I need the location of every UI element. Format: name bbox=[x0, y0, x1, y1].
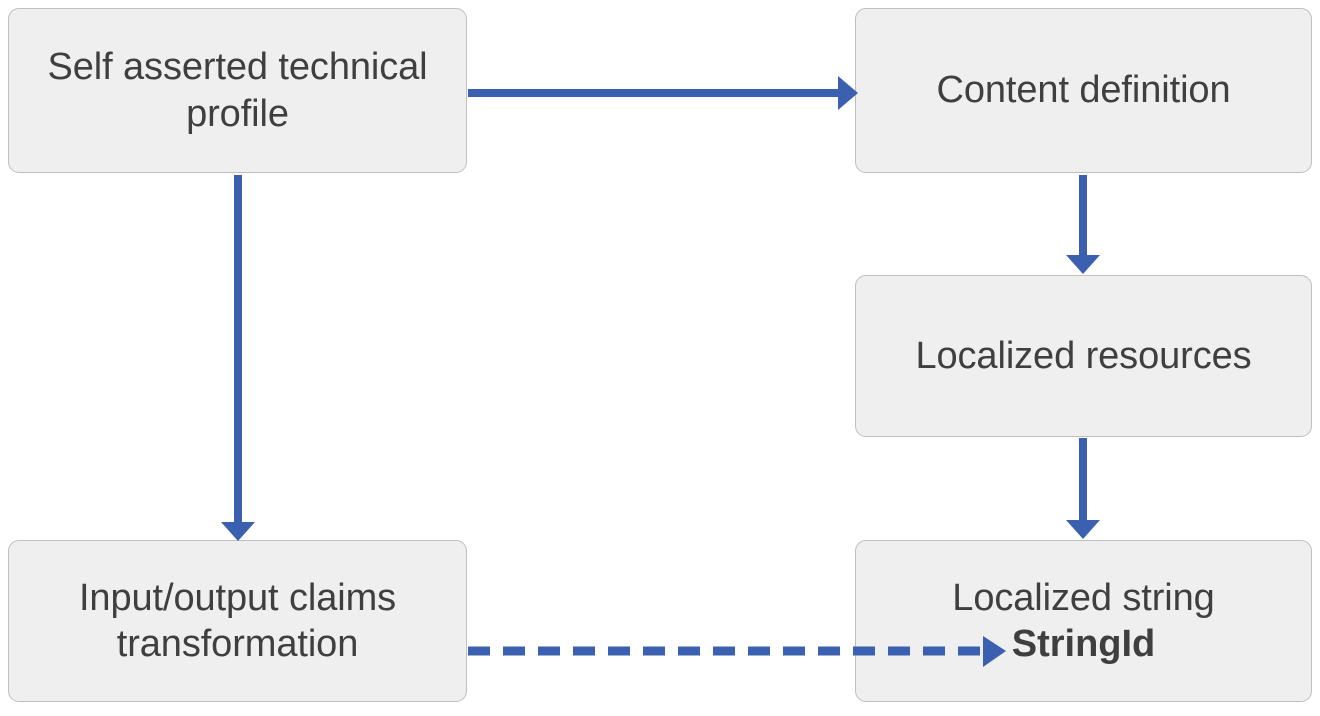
node-label-line-2-stringid: StringId bbox=[1011, 623, 1156, 665]
node-content-definition[interactable]: Content definition bbox=[855, 8, 1312, 173]
node-label: Input/output claims transformation bbox=[78, 576, 397, 665]
node-label-multiline: Localized string StringId bbox=[870, 575, 1297, 668]
node-label-line-1: Localized string bbox=[952, 576, 1215, 619]
node-input-output-claims-transformation[interactable]: Input/output claims transformation bbox=[8, 540, 467, 702]
node-label: Self asserted technical profile bbox=[47, 46, 428, 135]
connector-content-definition-to-localized-resources[interactable] bbox=[1066, 175, 1100, 274]
connector-self-asserted-to-claims-transformation[interactable] bbox=[221, 175, 255, 541]
arrowhead-icon bbox=[221, 522, 255, 541]
arrowhead-icon bbox=[983, 636, 1006, 667]
arrowhead-icon bbox=[1066, 255, 1100, 274]
node-localized-resources[interactable]: Localized resources bbox=[855, 275, 1312, 437]
node-self-asserted-technical-profile[interactable]: Self asserted technical profile bbox=[8, 8, 467, 173]
arrowhead-icon bbox=[1066, 520, 1100, 539]
connector-self-asserted-to-content-definition[interactable] bbox=[468, 76, 858, 110]
node-label: Content definition bbox=[936, 69, 1231, 112]
node-label: Localized resources bbox=[915, 334, 1252, 377]
node-localized-string[interactable]: Localized string StringId bbox=[855, 540, 1312, 702]
connector-claims-transformation-to-string-id[interactable] bbox=[468, 636, 1006, 667]
arrowhead-icon bbox=[838, 76, 858, 110]
connector-localized-resources-to-localized-string[interactable] bbox=[1066, 438, 1100, 539]
